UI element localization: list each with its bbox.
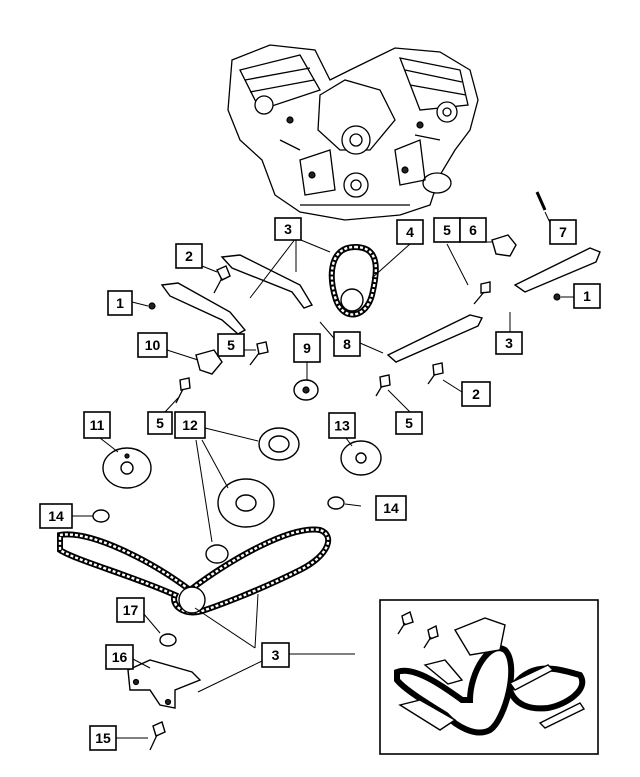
svg-text:5: 5 <box>405 415 413 431</box>
chain-guide-right-upper <box>513 247 601 293</box>
svg-text:3: 3 <box>284 221 292 237</box>
callout-2: 2 <box>175 243 203 269</box>
callout-11: 11 <box>83 411 111 439</box>
chain-guide-left-upper <box>220 254 314 309</box>
callout-17: 17 <box>116 597 145 623</box>
callout-10: 10 <box>137 332 168 358</box>
svg-text:8: 8 <box>343 336 351 352</box>
hydraulic-tensioner-right <box>491 234 517 257</box>
plug-right <box>553 293 561 301</box>
washer-left <box>92 509 110 523</box>
callout-9: 9 <box>293 333 321 363</box>
callout-1: 1 <box>107 290 133 316</box>
engine-block-illustration <box>227 44 479 221</box>
svg-text:7: 7 <box>559 224 567 240</box>
callout-16: 16 <box>105 644 134 670</box>
callout-4: 4 <box>396 219 424 245</box>
svg-text:5: 5 <box>156 415 164 431</box>
callout-2: 2 <box>461 381 491 407</box>
callout-5: 5 <box>395 411 423 435</box>
callout-6: 6 <box>459 217 487 243</box>
svg-text:13: 13 <box>334 418 350 434</box>
svg-text:4: 4 <box>406 224 414 240</box>
callout-8: 8 <box>333 331 361 357</box>
chain-guide-right-lower <box>386 314 484 363</box>
callout-14: 14 <box>39 503 73 529</box>
washer-right <box>327 496 345 510</box>
svg-text:2: 2 <box>472 386 480 402</box>
svg-text:9: 9 <box>303 340 311 356</box>
svg-text:6: 6 <box>469 222 477 238</box>
callout-3: 3 <box>261 642 290 668</box>
svg-text:5: 5 <box>227 337 235 353</box>
callout-14: 14 <box>375 495 407 521</box>
svg-text:15: 15 <box>95 730 111 746</box>
svg-text:5: 5 <box>443 222 451 238</box>
svg-text:2: 2 <box>185 248 193 264</box>
svg-text:17: 17 <box>123 602 139 618</box>
tensioner-bracket <box>127 659 202 709</box>
assembled-view-inset <box>379 599 599 755</box>
callout-1: 1 <box>573 283 601 309</box>
leader-lines <box>72 211 574 739</box>
hydraulic-tensioner-left <box>195 349 223 375</box>
callout-7: 7 <box>549 219 577 245</box>
callout-12: 12 <box>174 411 206 439</box>
crank-sprocket-small <box>340 288 364 312</box>
cam-chain-small-links <box>330 245 378 316</box>
idler-seal-ring <box>205 544 229 564</box>
svg-text:10: 10 <box>145 337 161 353</box>
callout-13: 13 <box>328 412 356 439</box>
plug-left <box>148 302 156 310</box>
crank-sprocket <box>178 586 206 614</box>
callout-5: 5 <box>433 217 461 243</box>
callout-5: 5 <box>217 333 245 357</box>
callout-15: 15 <box>89 725 117 751</box>
svg-text:3: 3 <box>272 647 280 663</box>
callout-5: 5 <box>147 411 173 435</box>
bolt-washer <box>159 633 177 647</box>
svg-text:11: 11 <box>90 417 105 433</box>
svg-text:3: 3 <box>505 335 513 351</box>
callout-3: 3 <box>274 217 302 241</box>
svg-text:14: 14 <box>383 500 399 516</box>
dowel-pin <box>535 191 547 211</box>
tensioner-arm-left <box>160 282 247 335</box>
svg-text:1: 1 <box>583 288 591 304</box>
svg-text:1: 1 <box>116 295 124 311</box>
svg-text:16: 16 <box>112 649 128 665</box>
bolts <box>149 265 491 751</box>
svg-text:14: 14 <box>48 508 64 524</box>
callout-3: 3 <box>495 331 523 355</box>
svg-text:12: 12 <box>182 417 198 433</box>
